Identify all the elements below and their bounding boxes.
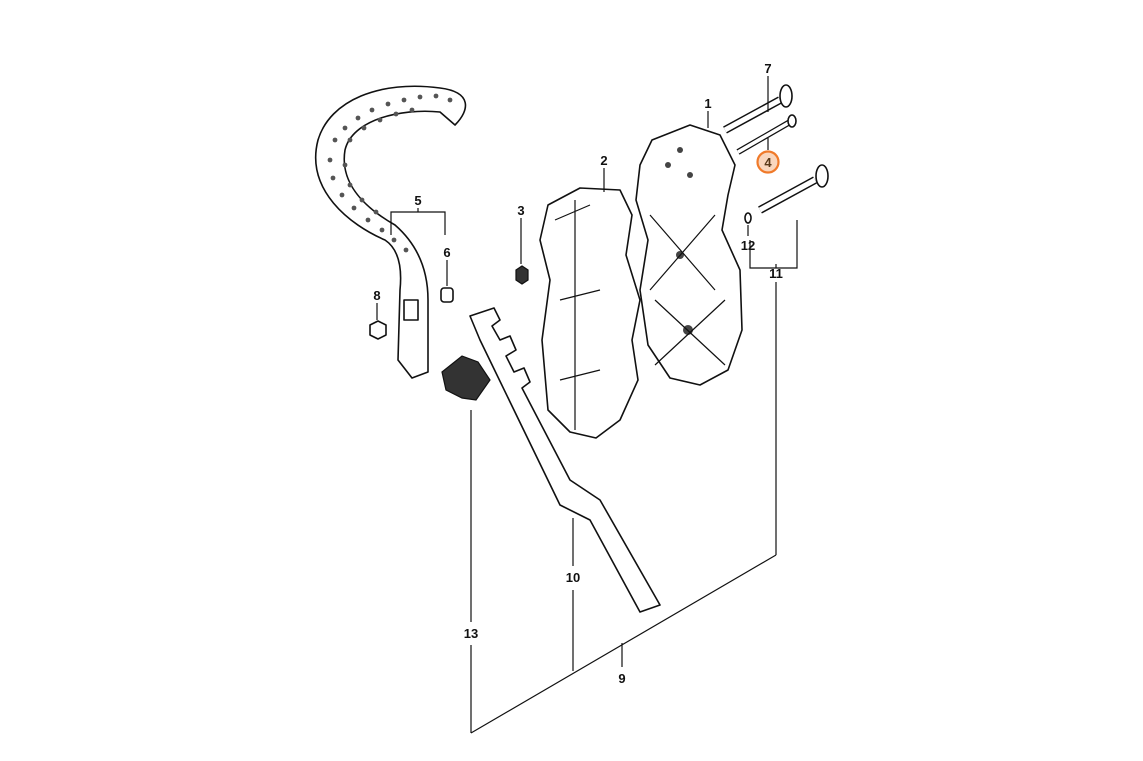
callout-2[interactable]: 2 [600,153,607,168]
callout-4[interactable]: 4 [764,155,772,170]
leader-lines [376,76,798,734]
housing-part-1[interactable] [635,124,743,386]
bushing-part-6[interactable] [440,287,454,303]
rail-part[interactable] [469,307,661,613]
bolt-part-11[interactable] [758,164,829,214]
bolt-part-7[interactable] [723,84,793,134]
nut-part-8[interactable] [369,320,387,340]
knob-part[interactable] [441,355,491,401]
bolt-part-4[interactable] [736,114,797,155]
highlight-ring [756,150,780,174]
housing-part-2[interactable] [539,187,641,439]
callout-11[interactable]: 11 [769,266,783,281]
callout-3[interactable]: 3 [517,203,524,218]
callout-1[interactable]: 1 [704,96,711,111]
callout-8[interactable]: 8 [373,288,380,303]
callout-7[interactable]: 7 [764,61,771,76]
ring-part-12[interactable] [744,212,752,224]
callout-4-highlighted[interactable]: 4 [756,150,780,174]
callout-12[interactable]: 12 [741,238,755,253]
callout-13[interactable]: 13 [464,626,478,641]
callout-6[interactable]: 6 [443,245,450,260]
nut-part-3[interactable] [515,265,529,285]
callout-9[interactable]: 9 [618,671,625,686]
callout-5[interactable]: 5 [414,193,421,208]
callout-10[interactable]: 10 [566,570,580,585]
